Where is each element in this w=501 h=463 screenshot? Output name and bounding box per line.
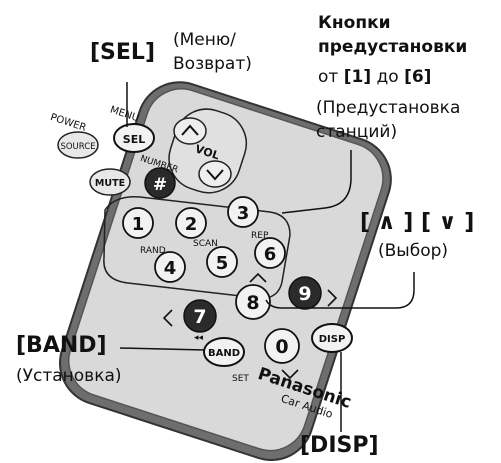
- band-button[interactable]: BAND: [203, 337, 245, 367]
- key-9-button[interactable]: 9: [288, 276, 322, 310]
- key-4-button[interactable]: 4: [154, 251, 186, 283]
- presets-range-to: до: [376, 67, 399, 87]
- source-button[interactable]: SOURCE: [57, 131, 99, 159]
- rewind-icon: ◂◂: [194, 333, 204, 343]
- key-3-label: 3: [237, 203, 250, 224]
- mute-button-label: MUTE: [95, 178, 125, 189]
- key-8-button[interactable]: 8: [235, 284, 271, 320]
- disp-button-label: DISP: [319, 334, 346, 345]
- menu-label: MENU: [109, 105, 141, 125]
- key-2-button[interactable]: 2: [175, 207, 207, 239]
- key-6-label: 6: [264, 244, 277, 265]
- vol-down-icon: [206, 169, 224, 181]
- key-2-label: 2: [185, 214, 198, 235]
- vol-down-button[interactable]: [198, 160, 232, 188]
- hash-button[interactable]: #: [144, 167, 176, 199]
- select-leader-line: [265, 272, 415, 309]
- key-0-label: 0: [275, 336, 288, 358]
- nav-left-icon: [162, 309, 173, 327]
- nav-down-icon: [281, 369, 299, 380]
- sel-button[interactable]: SEL: [113, 123, 155, 153]
- presets-callout-desc-line2: станций): [316, 122, 398, 142]
- select-callout-desc: (Выбор): [378, 241, 449, 261]
- band-leader-line: [119, 347, 206, 351]
- key-7-button[interactable]: 7: [183, 299, 217, 333]
- band-button-label: BAND: [208, 348, 240, 359]
- key-9-label: 9: [298, 283, 311, 305]
- key-1-label: 1: [132, 214, 145, 235]
- presets-range-end: [6]: [404, 67, 432, 87]
- key-1-button[interactable]: 1: [122, 207, 154, 239]
- presets-range-start: [1]: [343, 67, 372, 87]
- hash-button-label: #: [153, 175, 167, 195]
- sel-callout-desc-line1: (Меню/: [173, 30, 236, 50]
- source-button-label: SOURCE: [60, 142, 95, 152]
- key-6-button[interactable]: 6: [254, 237, 286, 269]
- key-5-label: 5: [216, 253, 229, 274]
- sel-button-label: SEL: [123, 133, 145, 146]
- band-callout-key: [BAND]: [16, 333, 107, 358]
- select-callout-key: [ ∧ ] [ ∨ ]: [360, 210, 475, 235]
- key-3-button[interactable]: 3: [227, 196, 259, 228]
- key-8-label: 8: [246, 292, 259, 314]
- power-label: POWER: [49, 112, 88, 134]
- preset-block-outline: [103, 196, 291, 299]
- disp-button[interactable]: DISP: [311, 323, 353, 353]
- presets-range-from: от: [318, 67, 339, 87]
- presets-leader-line: [281, 150, 352, 214]
- nav-right-icon: [327, 289, 338, 307]
- presets-callout-title-line2: предустановки: [318, 37, 468, 57]
- presets-callout-desc-line1: (Предустановка: [316, 98, 461, 118]
- presets-callout-title-line1: Кнопки: [318, 13, 391, 33]
- key-0-button[interactable]: 0: [264, 328, 300, 364]
- nav-up-icon: [249, 272, 267, 283]
- mute-button[interactable]: MUTE: [89, 168, 131, 196]
- sel-callout-key: [SEL]: [90, 40, 156, 65]
- disp-callout-key: [DISP]: [300, 433, 379, 458]
- sel-callout-desc-line2: Возврат): [173, 54, 252, 74]
- key-5-button[interactable]: 5: [206, 246, 238, 278]
- rand-label: RAND: [140, 246, 166, 256]
- key-4-label: 4: [164, 258, 177, 279]
- set-label: SET: [232, 374, 249, 384]
- scan-label: SCAN: [193, 239, 218, 249]
- vol-up-icon: [181, 124, 199, 136]
- key-7-label: 7: [193, 306, 206, 328]
- vol-up-button[interactable]: [173, 117, 207, 145]
- band-callout-desc: (Установка): [16, 366, 122, 386]
- presets-callout-range: от [1] до [6]: [318, 66, 431, 88]
- rep-label: REP: [251, 231, 269, 241]
